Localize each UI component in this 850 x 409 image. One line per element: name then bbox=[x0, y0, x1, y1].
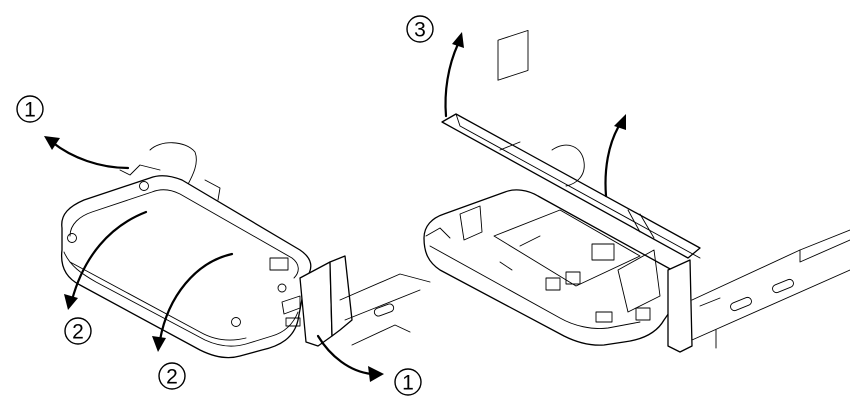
arrow-step1-left bbox=[44, 136, 130, 170]
arrow-step2-right bbox=[152, 252, 234, 352]
arrow-step2-left bbox=[64, 210, 148, 310]
step-callout-1-bottom-right: 1 bbox=[394, 368, 422, 396]
closed-unit-illustration bbox=[60, 142, 431, 359]
arrow-step1-bottom bbox=[316, 334, 384, 382]
svg-text:2: 2 bbox=[72, 321, 84, 344]
step-callout-2-bottom: 2 bbox=[158, 362, 186, 390]
open-unit-illustration bbox=[423, 29, 850, 353]
svg-text:1: 1 bbox=[402, 372, 414, 395]
svg-text:3: 3 bbox=[414, 19, 426, 42]
arrow-step3-lift bbox=[604, 114, 626, 198]
step-callout-2-left: 2 bbox=[64, 317, 92, 345]
svg-text:1: 1 bbox=[24, 99, 36, 122]
step-callout-3-top: 3 bbox=[406, 15, 434, 43]
step-callout-1-top-left: 1 bbox=[16, 95, 44, 123]
arrow-step3-lid bbox=[444, 32, 464, 118]
svg-text:2: 2 bbox=[166, 366, 178, 389]
